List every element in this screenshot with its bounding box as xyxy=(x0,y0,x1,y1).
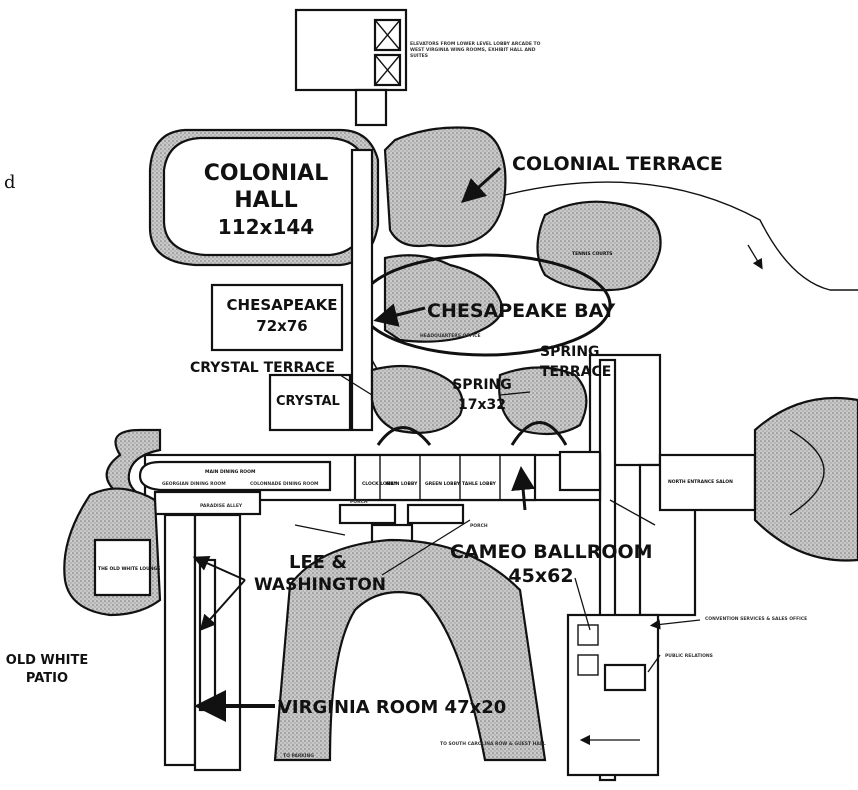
svg-text:COLONIAL: COLONIAL xyxy=(204,161,328,186)
colonial-hall xyxy=(148,128,380,267)
dining-hatch xyxy=(105,428,162,498)
porch-right xyxy=(406,503,465,525)
svg-text:SPRING: SPRING xyxy=(452,377,512,393)
svg-text:HALL: HALL xyxy=(234,188,297,213)
svg-text:112x144: 112x144 xyxy=(218,215,314,239)
path-curve xyxy=(504,181,858,291)
label-porch-right: PORCH xyxy=(470,523,488,529)
label-north-entrance-salon: NORTH ENTRANCE SALON xyxy=(668,479,733,485)
label-to-parking: TO PARKING xyxy=(283,753,314,759)
label-green-lobby: GREEN LOBBY xyxy=(425,481,461,487)
crystal-terrace-area xyxy=(370,364,464,434)
svg-text:LEE &: LEE & xyxy=(289,552,347,573)
label-old-white-lounge: THE OLD WHITE LOUNGE xyxy=(98,566,160,572)
label-public-relations: PUBLIC RELATIONS xyxy=(665,653,713,659)
left-wing xyxy=(163,513,242,772)
north-entrance-salon xyxy=(658,453,757,512)
crystal-room xyxy=(268,373,352,432)
label-clock-lobby: CLOCK LOBBY xyxy=(362,481,397,487)
drive-circle xyxy=(789,429,825,516)
spring-terrace-area xyxy=(498,366,588,436)
lounge-inner xyxy=(93,538,152,597)
label-main-lobby: MAIN LOBBY xyxy=(386,481,418,487)
label-tennis-courts: TENNIS COURTS xyxy=(572,251,613,257)
label-virginia-room: VIRGINIA ROOM 47x20 xyxy=(278,697,506,718)
label-colonial-terrace: COLONIAL TERRACE xyxy=(512,153,723,175)
label-colonnade-dining: COLONNADE DINING ROOM xyxy=(250,481,319,487)
svg-text:45x62: 45x62 xyxy=(508,565,573,587)
label-to-south-carolina: TO SOUTH CAROLINA ROW & GUEST HALL xyxy=(440,741,546,747)
svg-text:PATIO: PATIO xyxy=(26,671,68,686)
leader-lines xyxy=(192,166,763,746)
label-chesapeake-bay: CHESAPEAKE BAY xyxy=(427,300,616,322)
label-cameo-ballroom: CAMEO BALLROOM 45x62 xyxy=(450,541,653,587)
tennis-court-area xyxy=(536,200,662,292)
label-colonial-hall: COLONIAL HALL 112x144 xyxy=(204,161,328,239)
label-georgian-dining: GEORGIAN DINING ROOM xyxy=(162,481,226,487)
main-dining-room xyxy=(138,460,332,492)
svg-text:OLD WHITE: OLD WHITE xyxy=(6,653,88,668)
porch-left xyxy=(338,503,397,525)
label-spring-terrace: SPRING TERRACE xyxy=(540,344,611,380)
label-paradise-alley: PARADISE ALLEY xyxy=(200,503,243,509)
label-crystal: CRYSTAL xyxy=(276,394,340,409)
svg-text:TERRACE: TERRACE xyxy=(540,364,611,380)
right-wing xyxy=(566,353,697,782)
spring-arc-right xyxy=(510,421,568,446)
georgian-dining-room xyxy=(153,490,262,516)
label-elevators-note: ELEVATORS FROM LOWER LEVEL LOBBY ARCADE … xyxy=(410,41,541,59)
label-main-dining-room: MAIN DINING ROOM xyxy=(205,469,256,475)
label-old-white-patio: OLD WHITE PATIO xyxy=(6,653,88,686)
svg-text:17x32: 17x32 xyxy=(458,397,506,413)
svg-text:WASHINGTON: WASHINGTON xyxy=(254,575,386,595)
stray-char: d xyxy=(4,172,16,193)
svg-text:SPRING: SPRING xyxy=(540,344,600,360)
label-chesapeake: CHESAPEAKE 72x76 xyxy=(227,296,338,335)
svg-text:72x76: 72x76 xyxy=(256,317,307,335)
label-porch-left: PORCH xyxy=(350,499,368,505)
front-drive-horseshoe xyxy=(273,538,547,762)
label-spring: SPRING 17x32 xyxy=(452,377,512,413)
svg-text:CAMEO BALLROOM: CAMEO BALLROOM xyxy=(450,541,653,563)
elevator-tower xyxy=(294,8,408,127)
svg-text:CHESAPEAKE: CHESAPEAKE xyxy=(227,296,338,314)
spring-arc-left xyxy=(376,426,432,446)
label-sales-office: CONVENTION SERVICES & SALES OFFICE xyxy=(705,616,807,622)
colonial-terrace-area xyxy=(383,126,507,248)
label-headquarters-office: HEADQUARTERS OFFICE xyxy=(420,333,481,339)
label-crystal-terrace: CRYSTAL TERRACE xyxy=(190,360,335,376)
chesapeake-room xyxy=(210,283,344,352)
label-tahle-lobby: TAHLE LOBBY xyxy=(462,481,497,487)
central-corridor xyxy=(350,148,374,432)
north-entrance-drive xyxy=(753,396,858,562)
label-lee-washington: LEE & WASHINGTON xyxy=(254,552,386,595)
